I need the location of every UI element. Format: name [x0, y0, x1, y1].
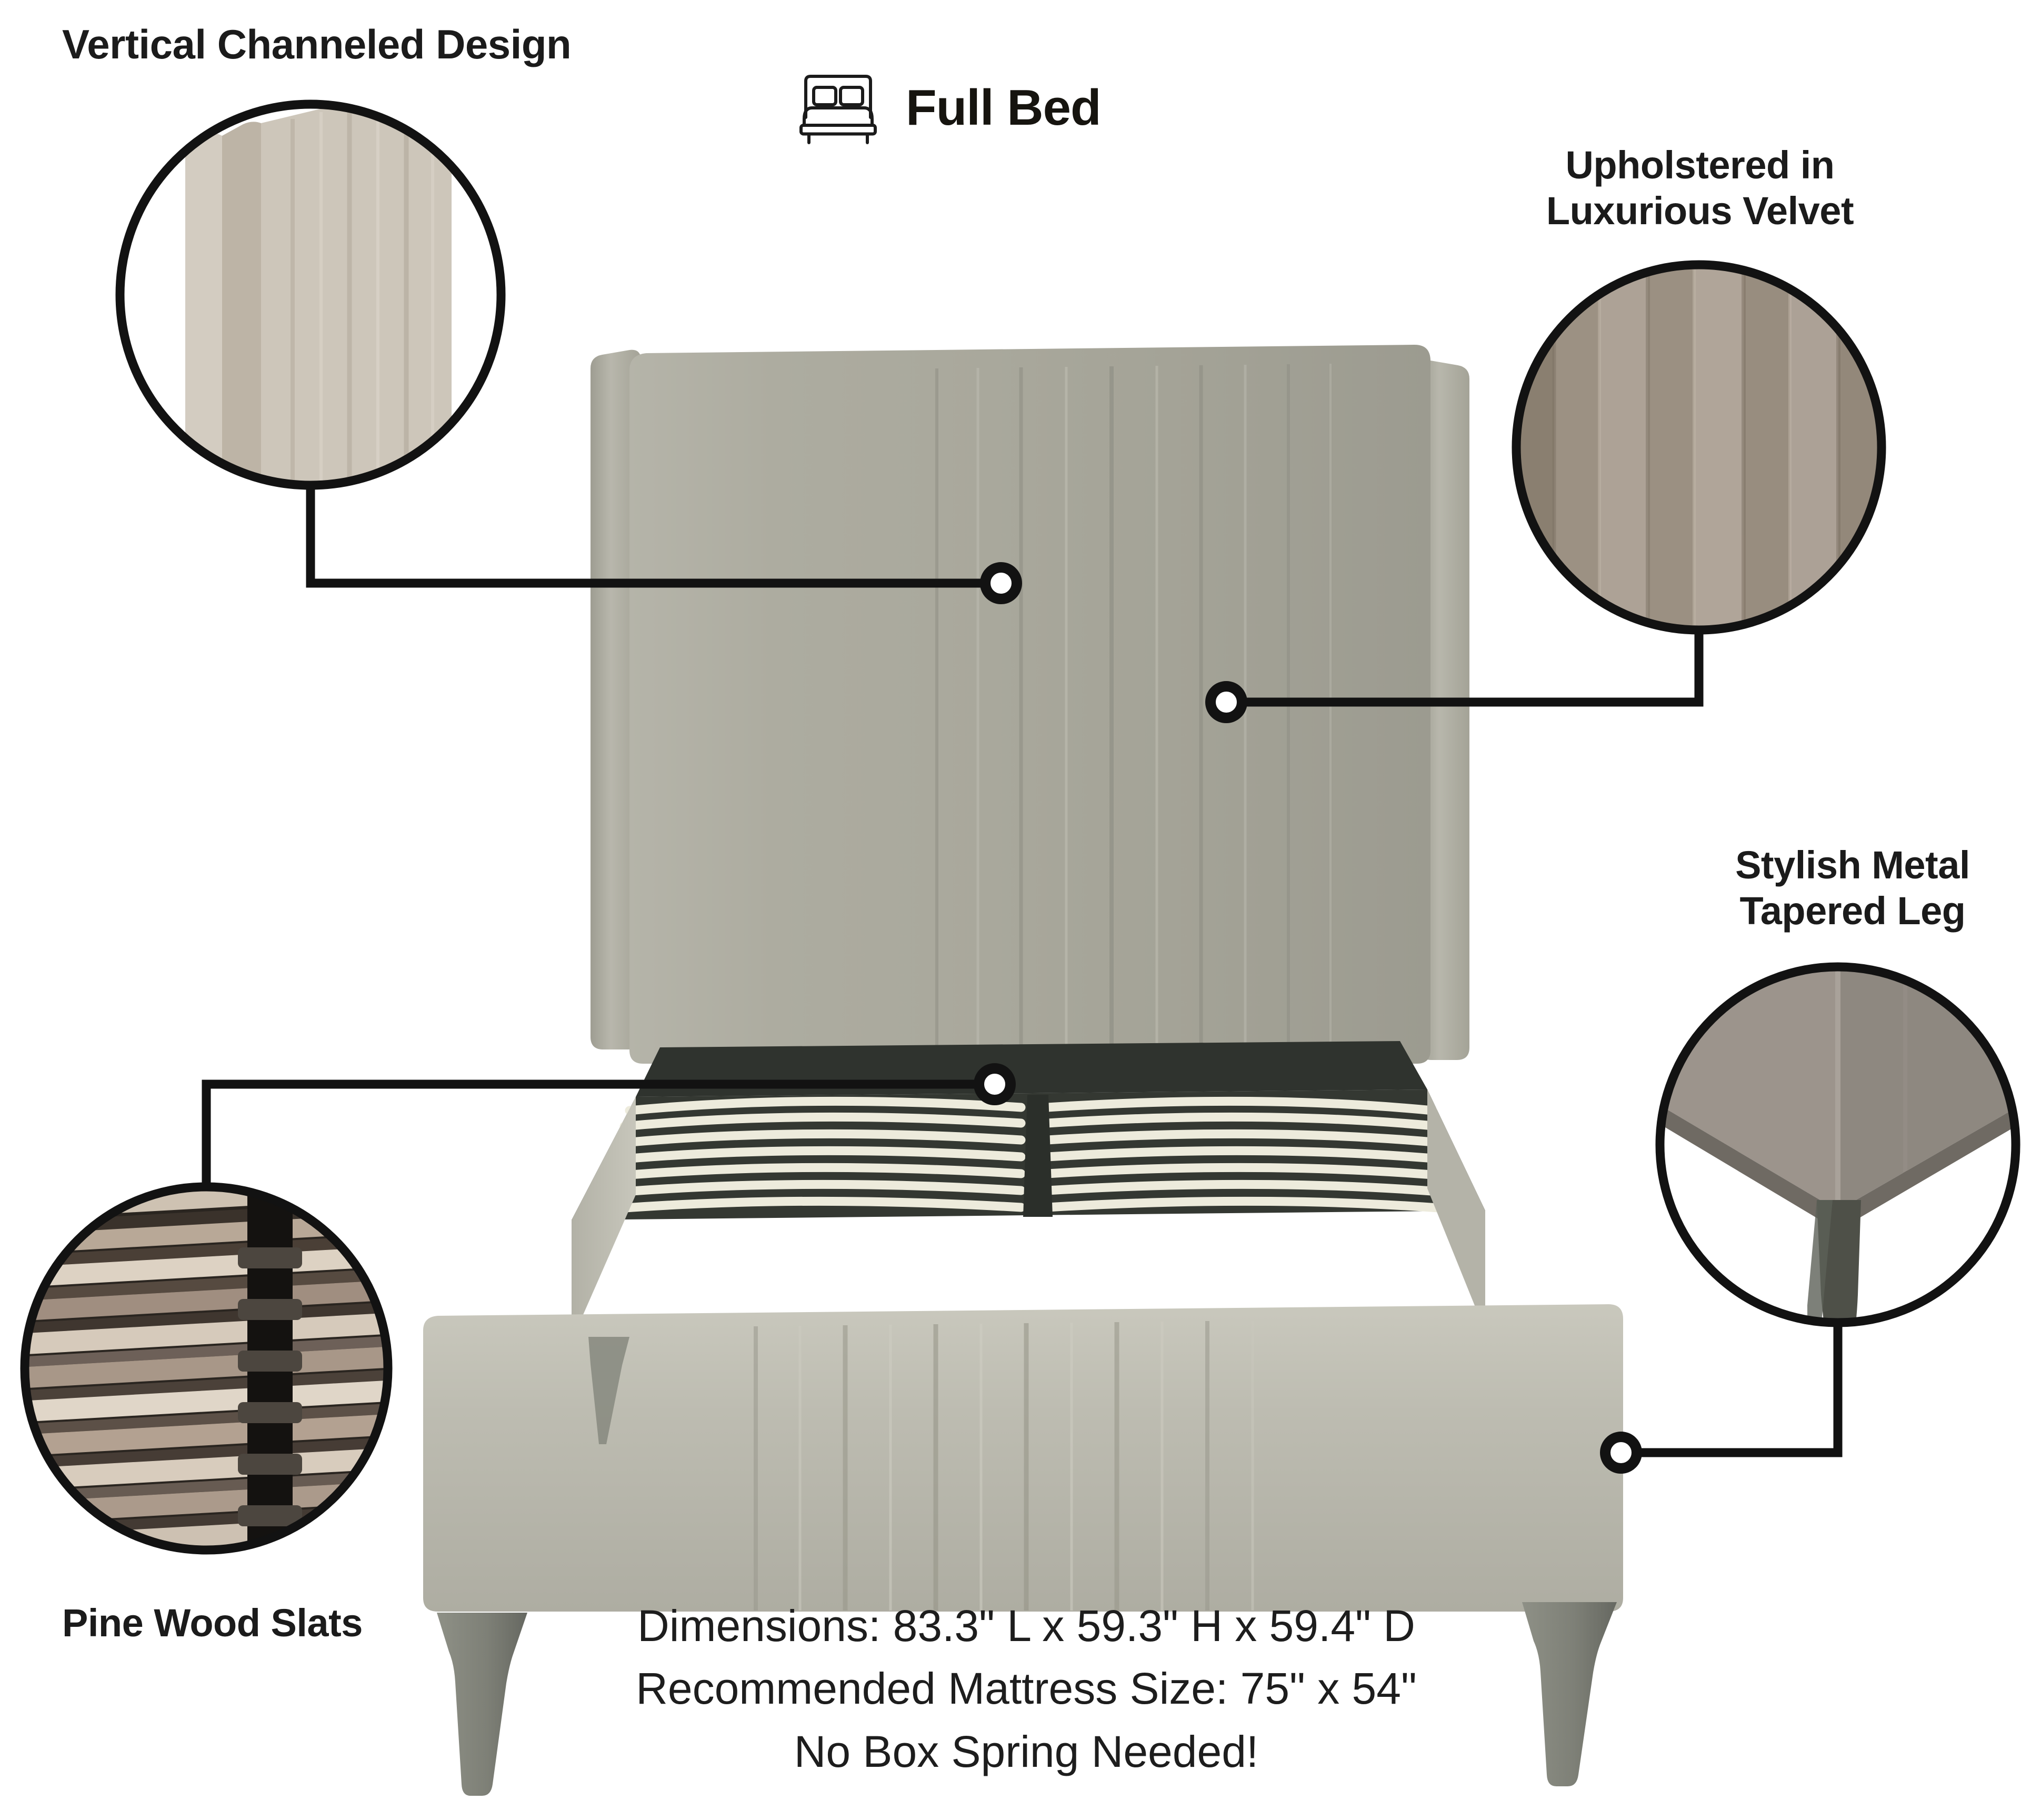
connector-channeled [306, 481, 1006, 588]
header-badge: Full Bed [795, 68, 1102, 147]
bed-product-image [423, 344, 1623, 1796]
callout-label-velvet: Upholstered in Luxurious Velvet [1546, 143, 1854, 233]
right-side-rail [1427, 1089, 1485, 1332]
connector-slats [202, 1079, 999, 1192]
bed-leg-back-left [588, 1337, 629, 1444]
headboard-panel [629, 344, 1430, 1064]
bed-leg-front-right [1522, 1602, 1617, 1786]
connector-endpoint-velvet [1205, 681, 1247, 723]
spec-dimensions: Dimensions: 83.3" L x 59.3" H x 59.4" D [637, 1601, 1415, 1651]
header-title: Full Bed [906, 79, 1102, 136]
spec-mattress-size: Recommended Mattress Size: 75" x 54" [636, 1664, 1417, 1714]
headboard-left-wing [591, 349, 641, 1050]
connector-endpoint-channeled [980, 562, 1022, 604]
bed-icon [799, 75, 877, 144]
detail-circle-slats [20, 1182, 393, 1555]
footboard-channel-lines [754, 1321, 1254, 1611]
headboard-channel-lines [935, 364, 1332, 1062]
slat-group-left [587, 1096, 1026, 1215]
slat-deck [572, 1089, 1485, 1220]
callout-label-leg: Stylish Metal Tapered Leg [1735, 843, 1970, 933]
connector-endpoint-slats [974, 1063, 1016, 1105]
left-side-rail [572, 1097, 636, 1341]
connector-velvet [1222, 625, 1704, 707]
connector-endpoint-leg [1600, 1432, 1642, 1474]
detail-circle-velvet [1512, 260, 1886, 635]
callout-label-channeled: Vertical Channeled Design [62, 21, 572, 67]
detail-circle-leg [1655, 962, 2020, 1327]
footboard-panel [423, 1304, 1623, 1612]
detail-circle-channeled [115, 99, 506, 490]
connector-leg [1616, 1318, 1843, 1457]
center-support-rail [1023, 1095, 1053, 1217]
headboard-right-wing [1419, 361, 1469, 1060]
spec-box-spring: No Box Spring Needed! [794, 1726, 1259, 1776]
bed-leg-front-left [437, 1613, 527, 1796]
callout-label-slats: Pine Wood Slats [62, 1601, 363, 1645]
callout-connectors [202, 481, 1843, 1474]
slat-group-right [1043, 1096, 1476, 1215]
specifications-block: Dimensions: 83.3" L x 59.3" H x 59.4" D … [400, 1595, 1653, 1783]
